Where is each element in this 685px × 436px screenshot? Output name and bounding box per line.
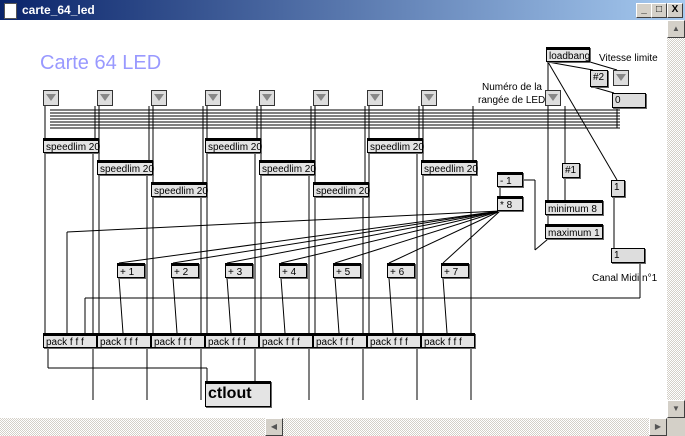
scroll-right-button[interactable]: ▶: [649, 418, 667, 436]
speedlim-object[interactable]: speedlim 20: [97, 160, 154, 175]
led-inlet-toggle[interactable]: [259, 90, 275, 106]
patch-cord: [589, 61, 618, 71]
midi-channel-comment: Canal Midi n°1: [592, 273, 658, 284]
one-message[interactable]: 1: [611, 180, 625, 197]
patch-cord: [547, 61, 618, 181]
pack-object[interactable]: pack f f f: [43, 333, 97, 348]
adder-object[interactable]: + 6: [387, 263, 415, 278]
close-button[interactable]: X: [667, 3, 683, 18]
pack-object[interactable]: pack f f f: [151, 333, 205, 348]
led-inlet-toggle[interactable]: [367, 90, 383, 106]
document-icon: [4, 3, 17, 19]
speedlim-object[interactable]: speedlim 20: [367, 138, 424, 153]
patcher-canvas[interactable]: Carte 64 LED Vitesse limite Numéro de la…: [0, 20, 667, 418]
adder-object[interactable]: + 4: [279, 263, 307, 278]
maximum-object[interactable]: maximum 1: [545, 224, 603, 239]
row-comment-2: rangée de LED: [478, 95, 546, 106]
arg2-object[interactable]: #2: [590, 70, 608, 87]
patch-cord: [66, 210, 501, 233]
heading-comment: Carte 64 LED: [40, 52, 162, 74]
adder-object[interactable]: + 2: [171, 263, 199, 278]
speed-limit-comment: Vitesse limite: [599, 53, 658, 64]
horizontal-scrollbar[interactable]: ◀ ▶: [0, 418, 667, 436]
vertical-scrollbar[interactable]: ▲ ▼: [667, 20, 685, 418]
times-object[interactable]: * 8: [497, 196, 523, 211]
maximize-button[interactable]: □: [651, 3, 667, 18]
scroll-down-button[interactable]: ▼: [667, 400, 685, 418]
pack-object[interactable]: pack f f f: [367, 333, 421, 348]
speedlim-object[interactable]: speedlim 20: [43, 138, 100, 153]
title-bar: carte_64_led _ □ X: [0, 0, 685, 20]
pack-object[interactable]: pack f f f: [259, 333, 313, 348]
patch-cords: [44, 61, 641, 400]
pack-object[interactable]: pack f f f: [421, 333, 475, 348]
led-inlet-toggle[interactable]: [313, 90, 329, 106]
speedlim-object[interactable]: speedlim 20: [151, 182, 208, 197]
speedlim-object[interactable]: speedlim 20: [421, 160, 478, 175]
adder-object[interactable]: + 1: [117, 263, 145, 278]
loadbang-object[interactable]: loadbang: [546, 47, 590, 62]
led-inlet-toggle[interactable]: [97, 90, 113, 106]
window-title: carte_64_led: [22, 3, 95, 17]
minus-object[interactable]: - 1: [497, 172, 523, 187]
patch-cord: [547, 61, 594, 71]
scroll-up-button[interactable]: ▲: [667, 20, 685, 38]
minimize-button[interactable]: _: [636, 3, 652, 18]
speedlim-object[interactable]: speedlim 20: [205, 138, 262, 153]
adder-object[interactable]: + 5: [333, 263, 361, 278]
adder-object[interactable]: + 7: [441, 263, 469, 278]
speedlim-object[interactable]: speedlim 20: [259, 160, 316, 175]
pack-object[interactable]: pack f f f: [313, 333, 367, 348]
patch-cord: [442, 277, 448, 334]
patch-cord: [118, 277, 124, 334]
patch-cord: [388, 277, 394, 334]
patch-cord: [280, 210, 501, 264]
pack-object[interactable]: pack f f f: [205, 333, 259, 348]
patch-cord: [592, 86, 615, 94]
patch-cord: [172, 210, 501, 264]
speedlim-object[interactable]: speedlim 20: [313, 182, 370, 197]
speed-number-box[interactable]: 0: [612, 93, 646, 108]
led-inlet-toggle[interactable]: [43, 90, 59, 106]
row-comment-1: Numéro de la: [481, 82, 542, 93]
patch-cord: [388, 210, 501, 264]
patch-cord: [280, 277, 286, 334]
patch-cord: [534, 238, 549, 251]
adder-object[interactable]: + 3: [225, 263, 253, 278]
ctlout-object[interactable]: ctlout: [205, 381, 271, 407]
pack-object[interactable]: pack f f f: [97, 333, 151, 348]
channel-number-box[interactable]: 1: [611, 248, 645, 263]
minimum-object[interactable]: minimum 8: [545, 200, 603, 215]
arg1-object[interactable]: #1: [562, 163, 580, 178]
scroll-left-button[interactable]: ◀: [265, 418, 283, 436]
patch-cord: [334, 277, 340, 334]
patch-cord: [226, 277, 232, 334]
row-number-inlet[interactable]: [545, 90, 561, 106]
patch-cord: [172, 277, 178, 334]
led-inlet-toggle[interactable]: [421, 90, 437, 106]
led-inlet-toggle[interactable]: [151, 90, 167, 106]
led-inlet-toggle[interactable]: [205, 90, 221, 106]
speed-number-inlet[interactable]: [613, 70, 629, 86]
